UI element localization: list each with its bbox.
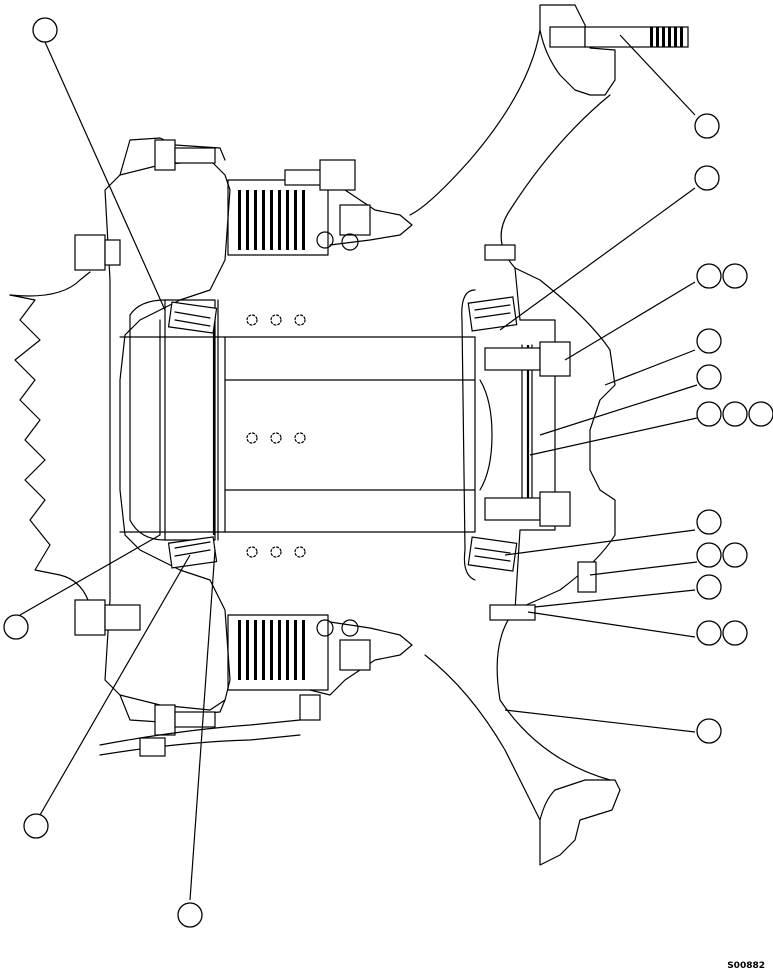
wheel-stud-top [549,26,586,48]
leader-lines [19,34,698,901]
bearing-right-bottom [467,536,518,572]
stud-thread-top [584,26,689,48]
callout-4b [722,263,748,289]
hub-cap-bolt-top [484,347,541,371]
wheel-rim-bottom [539,779,621,866]
wheel-nut-mid [577,561,597,593]
bearing-left-bottom [167,536,218,569]
wheel-disc-bottom [424,654,541,821]
callout-11a [696,620,722,646]
drawing-code-label: S00882 [727,961,765,971]
callout-circles [3,17,773,928]
hub-flange-inner [514,267,556,611]
wheel-rim-top [539,4,616,96]
wheel-disc-bottom-inner [496,609,611,781]
callout-7a [696,401,722,427]
brake-discs-top [238,190,305,250]
callout-3 [694,165,720,191]
callout-11b [722,620,748,646]
axle-housing-top [9,271,91,297]
callout-1 [32,17,58,43]
oil-holes [246,314,306,558]
bolt-left-bottom [74,599,106,636]
callout-15 [177,902,203,928]
stud-thread-marks [650,27,683,47]
callout-7c [748,401,773,427]
brake-piston-top [339,204,371,236]
hub-bore-right [461,289,476,581]
spindle-body [224,336,476,533]
brake-pack-top [227,179,329,256]
callout-13 [3,614,29,640]
callout-9b [722,542,748,568]
brake-piston-bottom [339,639,371,671]
callout-5 [696,328,722,354]
wheel-disc-top-inner [500,94,611,269]
callout-9a [696,542,722,568]
bolt-left-top [74,234,106,271]
axle-housing-break-line [9,294,61,576]
housing-inner-curve [129,299,216,541]
callout-2 [694,113,720,139]
callout-12 [696,718,722,744]
callout-6 [696,364,722,390]
callout-8 [696,509,722,535]
brake-hose [99,719,301,756]
callout-4a [696,263,722,289]
brake-pack-bottom [227,614,329,691]
callout-7b [722,401,748,427]
bearing-right-top [467,296,518,332]
bolt-bottom-housing [154,704,176,736]
bolt-top-housing [154,139,176,171]
callout-14 [23,813,49,839]
brake-discs-bottom [238,620,305,680]
wheel-disc-top [409,29,541,216]
callout-10 [696,574,722,600]
bearing-left-top [167,301,218,334]
wheel-nut-top [484,244,516,261]
axle-housing-bottom [59,574,89,601]
hub-cap-bolt-bottom [484,497,541,521]
